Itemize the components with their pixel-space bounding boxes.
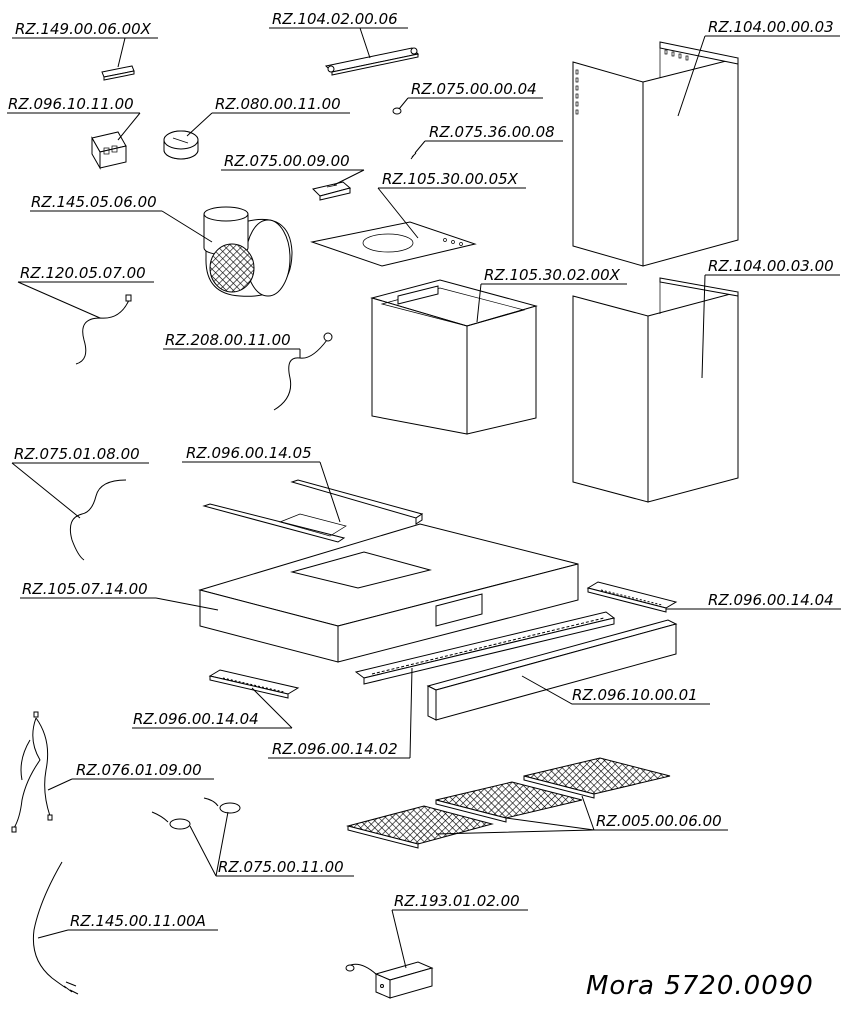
part-rz-075-00-11-00: RZ.075.00.11.00: [151, 797, 354, 877]
part-rz-208-00-11-00: RZ.208.00.11.00: [163, 331, 333, 411]
label-rz-104-02-00-06: RZ.104.02.00.06: [272, 10, 398, 28]
part-rz-104-00-03-00: RZ.104.00.03.00: [572, 257, 840, 503]
part-rz-075-36-00-08: RZ.075.36.00.08: [410, 123, 563, 160]
label-rz-145-05-06-00: RZ.145.05.06.00: [31, 193, 157, 211]
label-rz-096-00-14-04-left: RZ.096.00.14.04: [133, 710, 259, 728]
label-rz-080-00-11-00: RZ.080.00.11.00: [215, 95, 341, 113]
part-rz-096-00-14-04-left: RZ.096.00.14.04: [132, 669, 300, 729]
label-rz-096-10-00-01: RZ.096.10.00.01: [572, 686, 698, 704]
label-rz-105-07-14-00: RZ.105.07.14.00: [22, 580, 148, 598]
label-rz-120-05-07-00: RZ.120.05.07.00: [20, 264, 146, 282]
label-rz-096-00-14-05: RZ.096.00.14.05: [186, 444, 312, 462]
label-rz-096-10-11-00: RZ.096.10.11.00: [8, 95, 134, 113]
label-rz-104-00-00-03: RZ.104.00.00.03: [708, 18, 834, 36]
part-rz-005-00-06-00: RZ.005.00.06.00: [346, 757, 728, 849]
part-rz-105-30-02-00x: RZ.105.30.02.00X: [370, 266, 627, 435]
label-rz-104-00-03-00: RZ.104.00.03.00: [708, 257, 834, 275]
part-rz-193-01-02-00: RZ.193.01.02.00: [345, 892, 528, 999]
model-title: Mora 5720.0090: [586, 971, 814, 1001]
label-rz-076-01-09-00: RZ.076.01.09.00: [76, 761, 202, 779]
part-rz-075-00-09-00: RZ.075.00.09.00: [221, 152, 365, 201]
label-rz-208-00-11-00: RZ.208.00.11.00: [165, 331, 291, 349]
label-rz-145-00-11-00a: RZ.145.00.11.00A: [70, 912, 206, 930]
part-rz-080-00-11-00: RZ.080.00.11.00: [163, 95, 350, 160]
part-rz-096-00-14-02: RZ.096.00.14.02: [268, 611, 616, 759]
vent-slots: [575, 49, 689, 115]
label-rz-075-00-11-00: RZ.075.00.11.00: [218, 858, 344, 876]
label-rz-005-00-06-00: RZ.005.00.06.00: [596, 812, 722, 830]
part-rz-096-10-00-01: RZ.096.10.00.01: [426, 619, 710, 721]
part-rz-149-00-06-00x: RZ.149.00.06.00X: [12, 20, 158, 81]
label-rz-193-01-02-00: RZ.193.01.02.00: [394, 892, 520, 910]
label-rz-075-01-08-00: RZ.075.01.08.00: [14, 445, 140, 463]
part-rz-096-00-14-05: RZ.096.00.14.05: [182, 444, 424, 543]
label-rz-105-30-00-05x: RZ.105.30.00.05X: [382, 170, 519, 188]
part-rz-145-05-06-00: RZ.145.05.06.00: [30, 193, 293, 297]
part-rz-075-01-08-00: RZ.075.01.08.00: [11, 445, 149, 561]
part-rz-104-02-00-06: RZ.104.02.00.06: [269, 10, 420, 76]
label-rz-075-36-00-08: RZ.075.36.00.08: [429, 123, 555, 141]
part-rz-096-00-14-04-right: RZ.096.00.14.04: [586, 581, 841, 613]
part-rz-104-00-00-03: RZ.104.00.00.03: [572, 18, 840, 267]
part-rz-075-00-00-04: RZ.075.00.00.04: [392, 80, 543, 115]
label-rz-075-00-00-04: RZ.075.00.00.04: [411, 80, 537, 98]
part-rz-145-00-11-00a: RZ.145.00.11.00A: [32, 861, 218, 995]
label-rz-096-00-14-04-right: RZ.096.00.14.04: [708, 591, 834, 609]
label-rz-149-00-06-00x: RZ.149.00.06.00X: [15, 20, 152, 38]
part-rz-105-30-00-05x: RZ.105.30.00.05X: [310, 170, 526, 267]
label-rz-096-00-14-02: RZ.096.00.14.02: [272, 740, 398, 758]
part-rz-105-07-14-00: RZ.105.07.14.00: [20, 523, 579, 663]
part-rz-096-10-11-00: RZ.096.10.11.00: [7, 95, 141, 170]
part-rz-076-01-09-00: RZ.076.01.09.00: [11, 711, 214, 833]
part-rz-120-05-07-00: RZ.120.05.07.00: [17, 264, 154, 365]
label-rz-075-00-09-00: RZ.075.00.09.00: [224, 152, 350, 170]
label-rz-105-30-02-00x: RZ.105.30.02.00X: [484, 266, 621, 284]
